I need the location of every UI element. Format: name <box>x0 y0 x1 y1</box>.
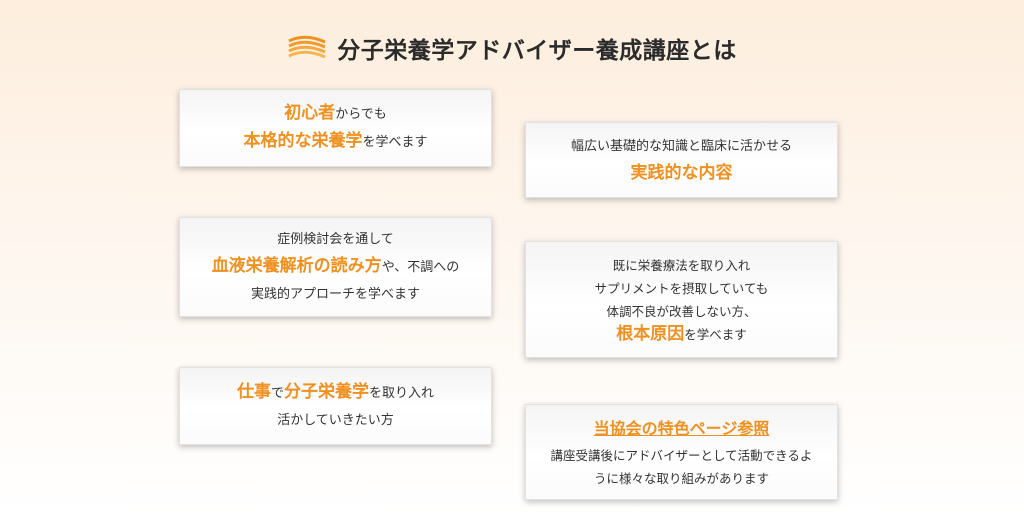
card-line: 血液栄養解析の読み方や、不調への <box>212 253 460 281</box>
card-line: 初心者からでも <box>284 100 387 128</box>
card-line: 既に栄養療法を取り入れ <box>612 257 751 273</box>
highlight-text: 初心者 <box>284 103 336 123</box>
feature-card-association: 当協会の特色ページ参照 講座受講後にアドバイザーとして活動できるよ うに様々な取… <box>525 404 838 500</box>
body-text: を学べます <box>684 326 747 342</box>
body-text: で <box>270 385 284 401</box>
card-line: 講座受講後にアドバイザーとして活動できるよ <box>550 447 813 463</box>
body-text: を学べます <box>362 135 428 150</box>
highlight-text: 血液栄養解析の読み方 <box>211 256 382 276</box>
body-text: や、不調への <box>381 260 460 275</box>
card-line: 実践的アプローチを学べます <box>250 287 420 302</box>
card-line: 幅広い基礎的な知識と臨床に活かせる <box>570 138 792 154</box>
card-line: 実践的な内容 <box>631 160 733 188</box>
features-page-link[interactable]: 当協会の特色ページ参照 <box>593 418 770 438</box>
highlight-text: 実践的な内容 <box>630 162 733 183</box>
highlight-text: 根本原因 <box>616 323 685 344</box>
feature-card-beginner: 初心者からでも 本格的な栄養学を学べます <box>179 89 492 167</box>
highlight-text: 分子栄養学 <box>284 381 369 402</box>
feature-card-work: 仕事で分子栄養学を取り入れ 活かしていきたい方 <box>179 367 492 445</box>
highlight-text: 仕事 <box>236 381 271 402</box>
wave-logo-icon <box>288 35 326 59</box>
feature-card-root-cause: 既に栄養療法を取り入れ サプリメントを摂取していても 体調不良が改善しない方、 … <box>525 241 838 358</box>
card-line: 体調不良が改善しない方、 <box>606 303 757 319</box>
card-line: 症例検討会を通して <box>277 232 394 247</box>
card-line: 仕事で分子栄養学を取り入れ <box>237 379 434 407</box>
card-line: 本格的な栄養学を学べます <box>243 128 427 156</box>
page-title: 分子栄養学アドバイザー養成講座とは <box>337 38 737 64</box>
page-header: 分子栄養学アドバイザー養成講座とは <box>0 28 1024 68</box>
body-text: からでも <box>335 107 387 122</box>
feature-card-case-study: 症例検討会を通して 血液栄養解析の読み方や、不調への 実践的アプローチを学べます <box>179 217 492 317</box>
body-text: を取り入れ <box>369 385 435 401</box>
card-line: 当協会の特色ページ参照 <box>594 415 770 444</box>
card-line: 根本原因を学べます <box>616 323 747 346</box>
highlight-text: 本格的な栄養学 <box>243 131 363 151</box>
card-line: 活かしていきたい方 <box>277 412 394 428</box>
card-line: サプリメントを摂取していても <box>594 280 769 296</box>
feature-card-practical: 幅広い基礎的な知識と臨床に活かせる 実践的な内容 <box>525 122 838 198</box>
card-line: うに様々な取り組みがあります <box>593 470 769 486</box>
